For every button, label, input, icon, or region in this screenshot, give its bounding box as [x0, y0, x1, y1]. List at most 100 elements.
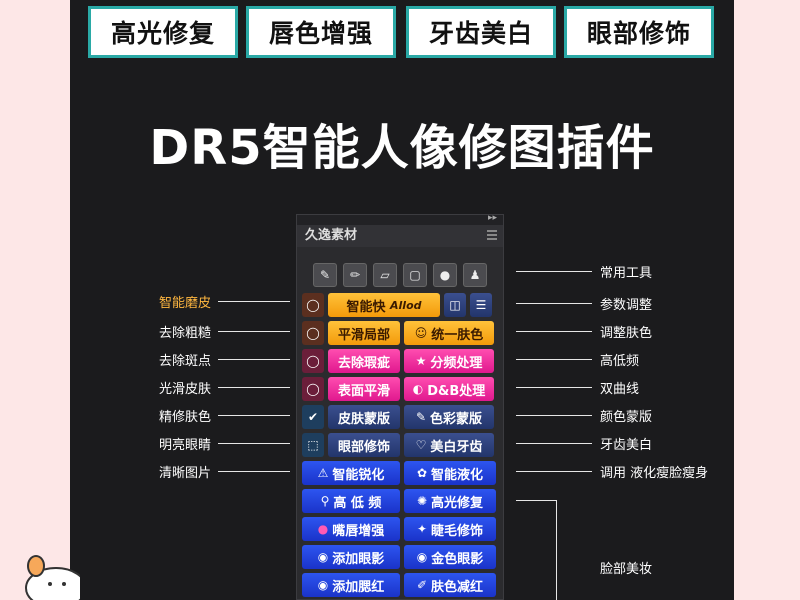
tag-teeth-whiten: 牙齿美白	[406, 6, 556, 58]
star-icon: ★	[415, 354, 427, 368]
lasso-icon[interactable]: ◯	[302, 321, 324, 345]
label-teeth-whiten: 牙齿美白	[600, 438, 653, 453]
face-icon: ☺	[414, 326, 428, 340]
connector-line	[218, 443, 290, 444]
eye-retouch-button[interactable]: 眼部修饰	[328, 433, 400, 457]
pencil-icon[interactable]: ✏	[343, 263, 367, 287]
liquify-icon: ✿	[416, 466, 428, 480]
person-dropper-icon[interactable]: ♟	[463, 263, 487, 287]
allod-logo: Allod	[390, 298, 422, 312]
label-remove-rough: 去除粗糙	[158, 326, 211, 341]
label-common-tools: 常用工具	[600, 266, 653, 281]
lips-icon: ●	[317, 522, 329, 536]
plugin-panel: ▸▸ 久逸素材 ✎ ✏ ▱ ▢ ● ♟ ◯ 智能快 Allod ◫ ☰ ◯ 平滑…	[296, 213, 504, 600]
panel-menu-icon[interactable]	[487, 230, 497, 240]
connector-line	[218, 471, 290, 472]
connector-line	[516, 471, 592, 472]
tag-eye-retouch: 眼部修饰	[564, 6, 714, 58]
smart-liquify-button[interactable]: ✿智能液化	[404, 461, 496, 485]
lasso-icon[interactable]: ◯	[302, 293, 324, 317]
label-bright-eyes: 明亮眼睛	[158, 438, 211, 453]
lasso-icon[interactable]: ◯	[302, 377, 324, 401]
panel-row: ✔ 皮肤蒙版 ✎色彩蒙版	[302, 405, 494, 429]
remove-blemish-button[interactable]: 去除瑕疵	[328, 349, 400, 373]
smart-quick-button[interactable]: 智能快 Allod	[328, 293, 440, 317]
eye-gold-icon: ◉	[416, 550, 428, 564]
lip-enhance-button[interactable]: ●嘴唇增强	[302, 517, 400, 541]
high-low-freq-button[interactable]: ⚲高 低 频	[302, 489, 400, 513]
panel-tab-label: 久逸素材	[305, 228, 358, 243]
eyelash-button[interactable]: ✦睫毛修饰	[404, 517, 496, 541]
highlight-repair-button[interactable]: ✺高光修复	[404, 489, 496, 513]
frame-icon[interactable]: ▢	[403, 263, 427, 287]
panel-row: ◉添加腮红 ✐肤色减红	[302, 573, 496, 597]
add-eyeshadow-button[interactable]: ◉添加眼影	[302, 545, 400, 569]
connector-line	[218, 415, 290, 416]
panel-row: ⚠智能锐化 ✿智能液化	[302, 461, 496, 485]
connector-line	[516, 500, 556, 501]
label-param-adjust: 参数调整	[600, 298, 653, 313]
connector-line	[516, 415, 592, 416]
skin-mask-button[interactable]: 皮肤蒙版	[328, 405, 400, 429]
right-frame	[734, 0, 800, 600]
connector-line	[516, 271, 592, 272]
label-high-low-freq: 高低频	[600, 354, 640, 369]
connector-line	[516, 387, 592, 388]
connector-line	[516, 331, 592, 332]
lasso-icon[interactable]: ◯	[302, 349, 324, 373]
eye-icon: ◉	[317, 550, 329, 564]
panel-row: ◯ 表面平滑 ◐D&B处理	[302, 377, 494, 401]
smooth-local-button[interactable]: 平滑局部	[328, 321, 400, 345]
panel-tab[interactable]: 久逸素材	[297, 225, 503, 247]
left-frame	[0, 0, 70, 600]
label-liquify: 调用 液化瘦脸瘦身	[600, 466, 709, 481]
eraser-icon[interactable]: ▱	[373, 263, 397, 287]
label-smart-smooth: 智能磨皮	[158, 296, 211, 311]
eyelash-icon: ✦	[416, 522, 428, 536]
poster: 高光修复 唇色增强 牙齿美白 眼部修饰 DR5智能人像修图插件 ▸▸ 久逸素材 …	[70, 0, 734, 600]
blush-icon: ◉	[317, 578, 329, 592]
smart-sharpen-button[interactable]: ⚠智能锐化	[302, 461, 400, 485]
wand-icon: ⚲	[320, 494, 330, 508]
panel-row: ◉添加眼影 ◉金色眼影	[302, 545, 496, 569]
tools-row: ✎ ✏ ▱ ▢ ● ♟	[297, 257, 503, 287]
tag-lip-enhance: 唇色增强	[246, 6, 396, 58]
mascot-icon	[25, 555, 80, 600]
dotted-square-icon[interactable]: ⬚	[302, 433, 324, 457]
label-clear-image: 清晰图片	[158, 466, 211, 481]
person-icon[interactable]: ●	[433, 263, 457, 287]
layers-icon[interactable]: ◫	[444, 293, 466, 317]
face-half-icon: ◐	[412, 382, 424, 396]
dodge-burn-button[interactable]: ◐D&B处理	[404, 377, 494, 401]
dropper-small-icon: ✐	[416, 578, 428, 592]
collapse-icon[interactable]: ▸▸	[487, 213, 497, 223]
reduce-redness-button[interactable]: ✐肤色减红	[404, 573, 496, 597]
add-blush-button[interactable]: ◉添加腮红	[302, 573, 400, 597]
poster-title: DR5智能人像修图插件	[149, 120, 655, 176]
tag-highlight-repair: 高光修复	[88, 6, 238, 58]
panel-row: ●嘴唇增强 ✦睫毛修饰	[302, 517, 496, 541]
surface-smooth-button[interactable]: 表面平滑	[328, 377, 400, 401]
label-adjust-skin: 调整肤色	[600, 326, 653, 341]
connector-line	[516, 303, 592, 304]
brush-check-icon[interactable]: ✎	[313, 263, 337, 287]
connector-line	[218, 387, 290, 388]
connector-line	[516, 443, 592, 444]
tooth-icon: ♡	[415, 438, 427, 452]
dropper-icon[interactable]: ✔	[302, 405, 324, 429]
panel-row: ◯ 去除瑕疵 ★分频处理	[302, 349, 494, 373]
panel-row: ◯ 平滑局部 ☺统一肤色	[302, 321, 494, 345]
color-mask-button[interactable]: ✎色彩蒙版	[404, 405, 494, 429]
sun-icon: ✺	[416, 494, 428, 508]
frequency-separation-button[interactable]: ★分频处理	[404, 349, 494, 373]
label-color-mask: 颜色蒙版	[600, 410, 653, 425]
gold-eyeshadow-button[interactable]: ◉金色眼影	[404, 545, 496, 569]
triangle-warning-icon: ⚠	[317, 466, 329, 480]
whiten-teeth-button[interactable]: ♡美白牙齿	[404, 433, 494, 457]
panel-row: ⚲高 低 频 ✺高光修复	[302, 489, 496, 513]
brush-icon: ✎	[415, 410, 427, 424]
connector-line	[516, 359, 592, 360]
connector-line	[218, 301, 290, 302]
unify-skin-button[interactable]: ☺统一肤色	[404, 321, 494, 345]
sliders-icon[interactable]: ☰	[470, 293, 492, 317]
